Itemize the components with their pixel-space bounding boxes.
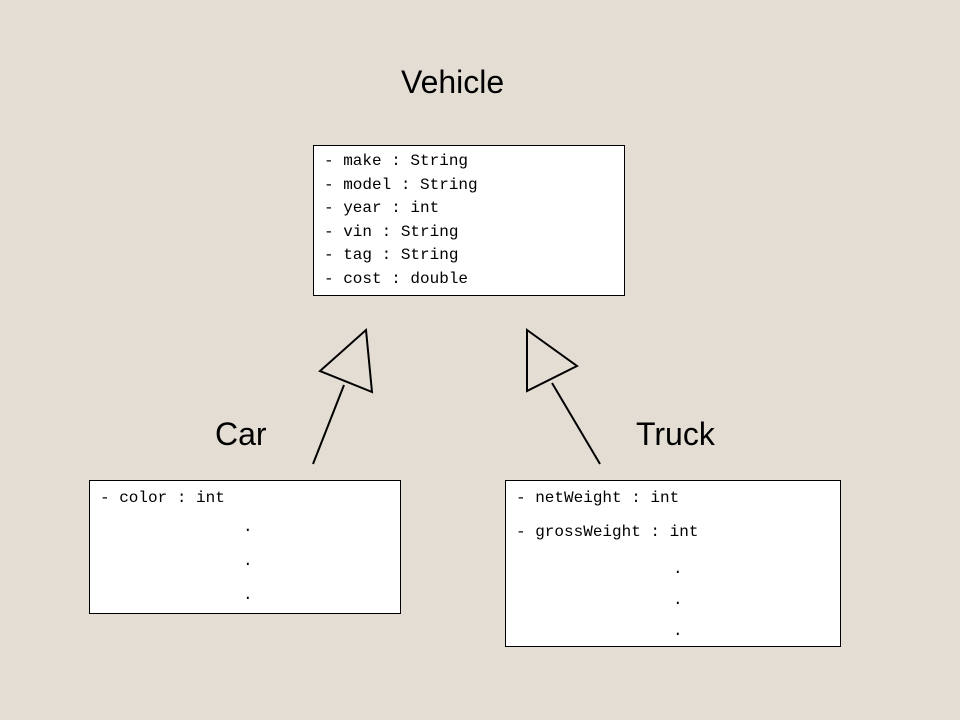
truck-generalization-arrowhead — [526, 328, 579, 393]
car-ellipsis-dot: . — [243, 586, 253, 604]
vehicle-attribute: - model : String — [324, 175, 478, 194]
car-class-box: - color : int . . . — [89, 480, 401, 614]
truck-class-box: - netWeight : int - grossWeight : int . … — [505, 480, 841, 647]
car-class-title: Car — [215, 416, 267, 452]
vehicle-attribute: - make : String — [324, 152, 469, 170]
vehicle-attribute: - tag : String — [324, 246, 459, 265]
car-attribute: - color : int — [100, 489, 225, 507]
truck-generalization-line — [551, 382, 601, 465]
car-generalization-arrowhead — [318, 327, 374, 394]
truck-class-title: Truck — [636, 416, 715, 452]
car-ellipsis-dot: . — [243, 518, 253, 536]
car-ellipsis-dot: . — [243, 552, 253, 570]
truck-attribute: - netWeight : int — [516, 489, 680, 507]
vehicle-class-box: - make : String - model : String - year … — [313, 145, 625, 296]
truck-ellipsis-dot: . — [673, 560, 683, 578]
car-generalization-line — [312, 384, 345, 465]
truck-ellipsis-dot: . — [673, 591, 683, 609]
truck-attribute: - grossWeight : int — [516, 523, 699, 541]
vehicle-attribute: - year : int — [324, 199, 440, 218]
truck-ellipsis-dot: . — [673, 622, 683, 640]
vehicle-attribute: - vin : String — [324, 222, 459, 241]
vehicle-class-title: Vehicle — [401, 64, 505, 100]
vehicle-attribute: - cost : double — [324, 269, 469, 288]
